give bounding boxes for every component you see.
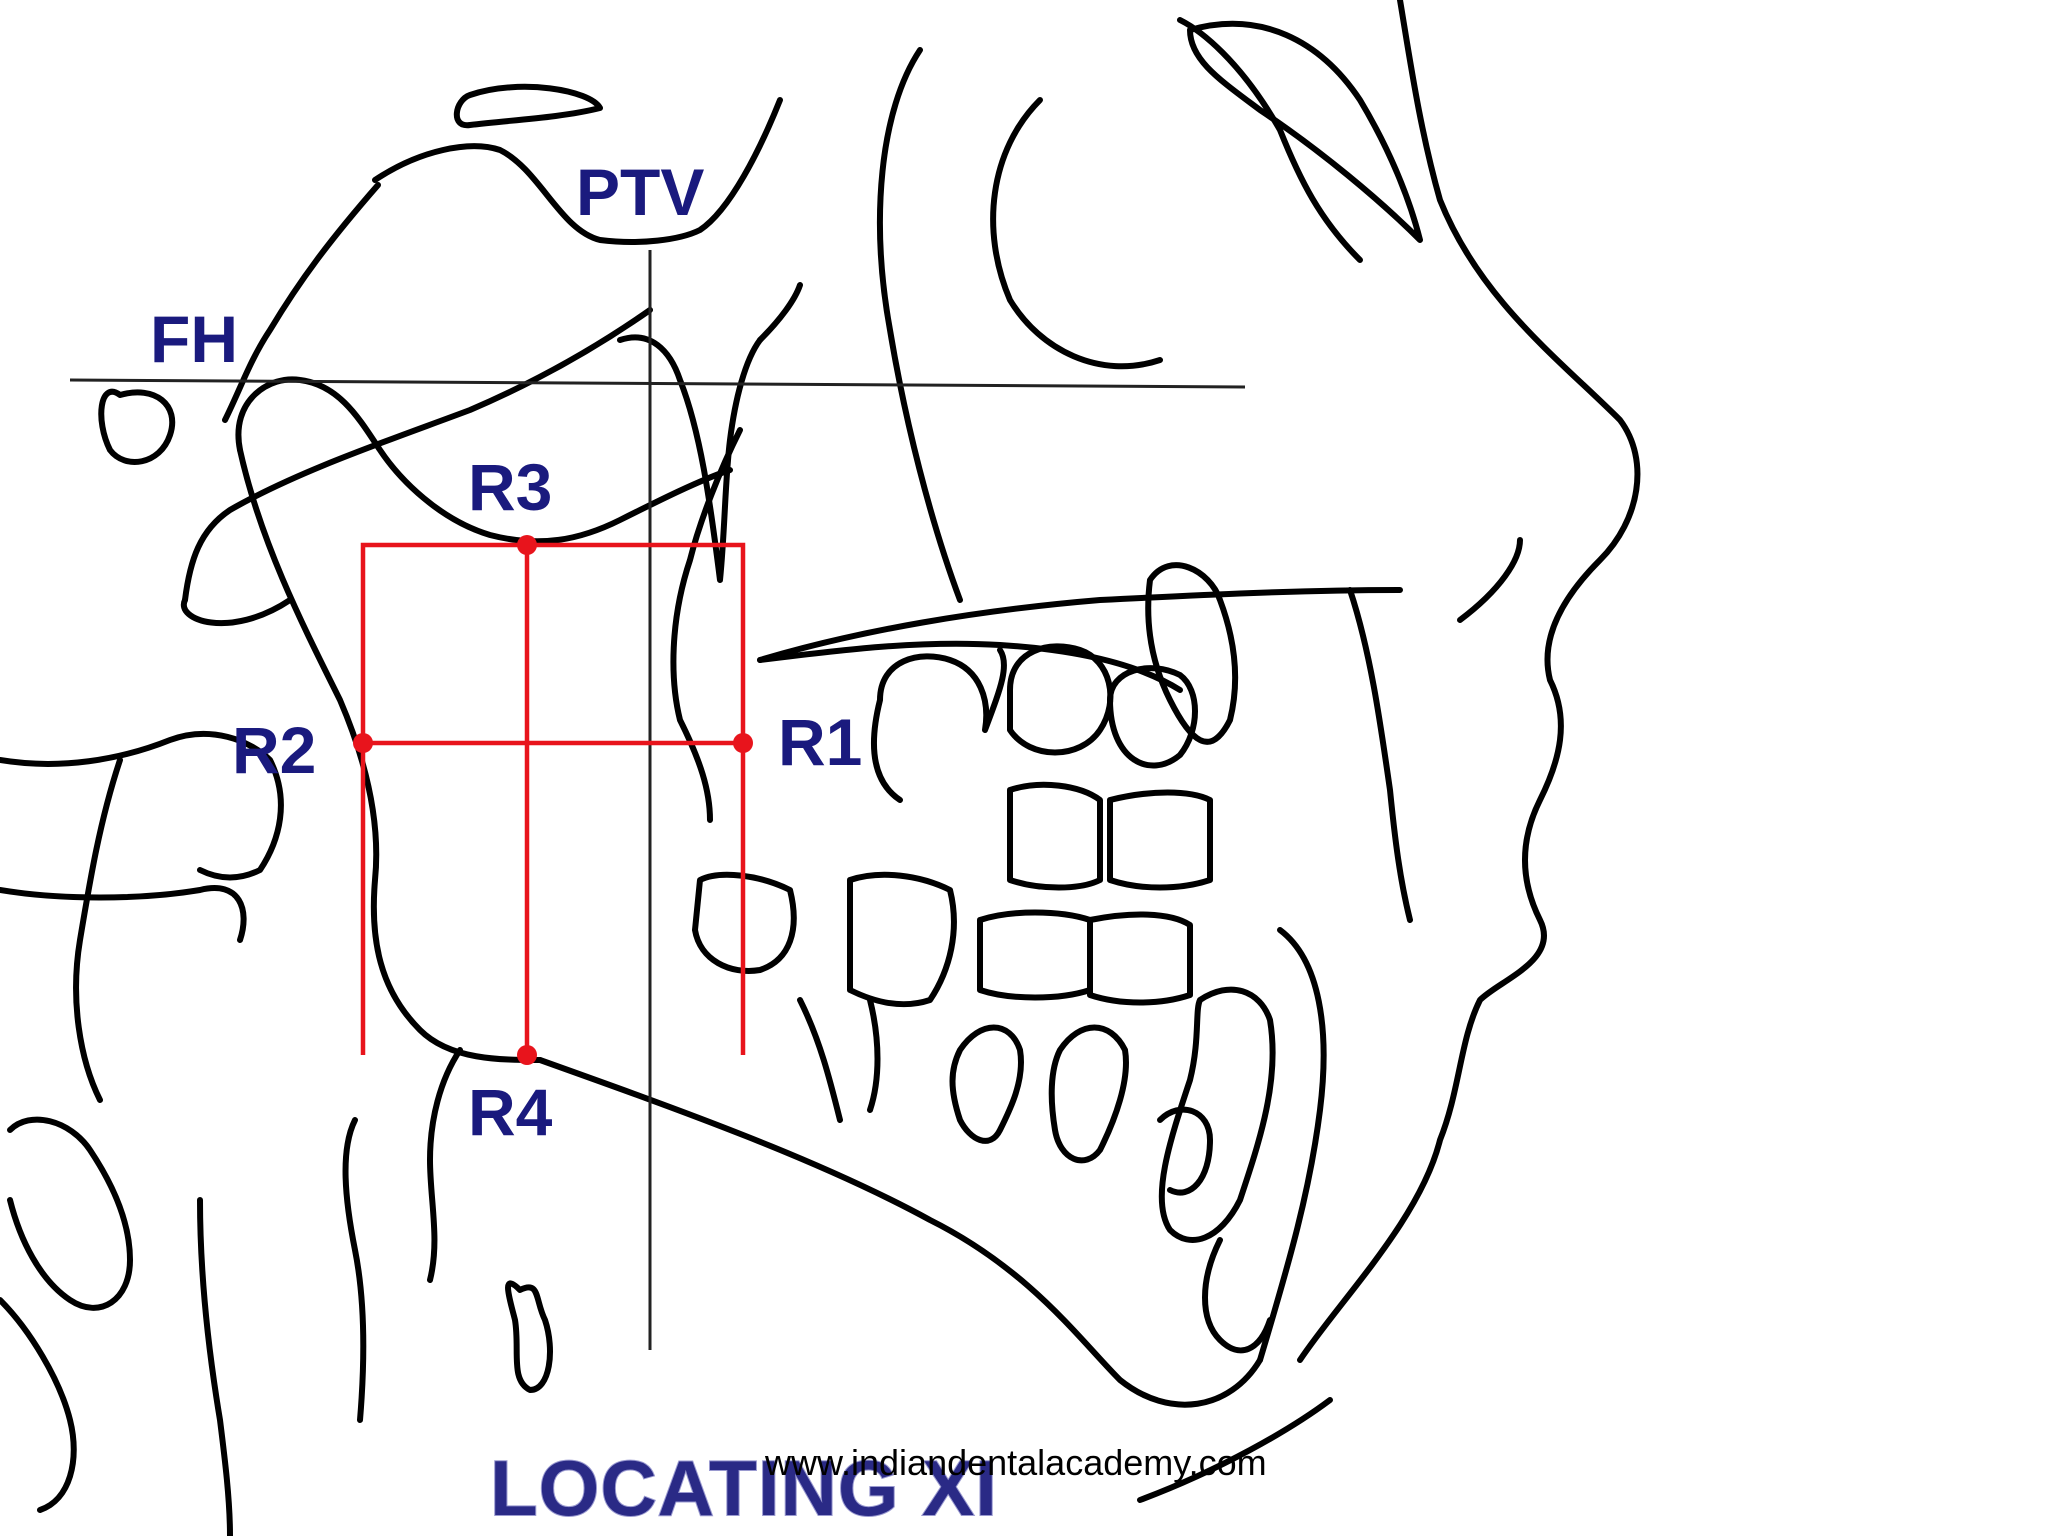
lower-root-1 xyxy=(797,997,881,1123)
construction-rectangle xyxy=(360,542,746,1055)
molar-block-a xyxy=(1007,781,1103,891)
cervical-vertebra-3 xyxy=(73,757,123,1103)
palatal-plane xyxy=(757,587,1403,663)
molar-block-b xyxy=(1107,789,1213,891)
reference-lines xyxy=(69,250,1246,1350)
cranial-base-lower xyxy=(222,182,381,423)
nose-outline xyxy=(1457,537,1523,623)
sella-outline xyxy=(453,83,603,129)
r2-label: R2 xyxy=(232,713,316,787)
anatomical-tracing xyxy=(0,0,1641,1536)
airway-line-2 xyxy=(427,1047,463,1283)
condyle-outline xyxy=(235,376,733,545)
diagram-title: LOCATING XI xyxy=(490,1444,998,1532)
r4-point xyxy=(517,1045,537,1065)
cervical-vertebra-1 xyxy=(0,730,284,881)
upper-molar-2 xyxy=(1007,643,1114,756)
r1-point xyxy=(733,733,753,753)
cervical-vertebra-2 xyxy=(0,885,247,943)
lower-premolar-2 xyxy=(1048,1024,1129,1164)
basion-curve xyxy=(180,597,293,626)
mandible-lower-border xyxy=(537,1057,1263,1408)
website-watermark: www.indiandentalacademy.com xyxy=(764,1442,1267,1483)
molar-block-c xyxy=(977,909,1093,1001)
pterygomaxillary-fissure xyxy=(617,334,763,583)
soft-tissue-profile xyxy=(1297,0,1641,1363)
cervical-vertebra-4 xyxy=(7,1116,133,1311)
forehead-profile xyxy=(1177,17,1363,263)
maxillary-anterior xyxy=(1347,587,1413,923)
r2-point xyxy=(353,733,373,753)
r4-label: R4 xyxy=(468,1075,553,1149)
airway-line-1 xyxy=(342,1117,367,1423)
chin-soft-tissue xyxy=(1137,1397,1333,1503)
upper-incisor xyxy=(1145,562,1239,745)
r1-label: R1 xyxy=(778,705,862,779)
fh-label: FH xyxy=(150,302,238,376)
spine-line xyxy=(197,1197,233,1536)
hyoid-shape xyxy=(505,1280,553,1393)
fh-line xyxy=(69,378,1246,389)
pterygoid-plate xyxy=(757,282,803,343)
porion-ring xyxy=(98,389,176,465)
upper-molar-3 xyxy=(1107,665,1198,769)
frontal-sinus xyxy=(1187,20,1423,243)
labels: FH PTV R3 R2 R1 R4 xyxy=(150,155,862,1149)
molar-block-d xyxy=(1087,911,1193,1006)
r3-point xyxy=(517,535,537,555)
orbit-posterior xyxy=(877,47,963,603)
upper-molar-1 xyxy=(871,647,1008,803)
xi-construction xyxy=(353,535,753,1065)
ramus-posterior xyxy=(237,447,543,1063)
ptv-label: PTV xyxy=(576,155,704,229)
r3-label: R3 xyxy=(468,450,552,524)
lower-incisor-crown xyxy=(1157,1106,1213,1196)
symphysis-inner xyxy=(1202,1237,1273,1354)
cervical-vertebra-5 xyxy=(0,1297,77,1513)
lower-incisor xyxy=(1158,986,1276,1243)
cranial-base-upper xyxy=(372,97,783,245)
lower-premolar-1 xyxy=(949,1024,1024,1144)
orbit-rim xyxy=(990,97,1163,370)
molar-block-e xyxy=(847,871,957,1008)
symphysis-outer xyxy=(1257,927,1327,1363)
